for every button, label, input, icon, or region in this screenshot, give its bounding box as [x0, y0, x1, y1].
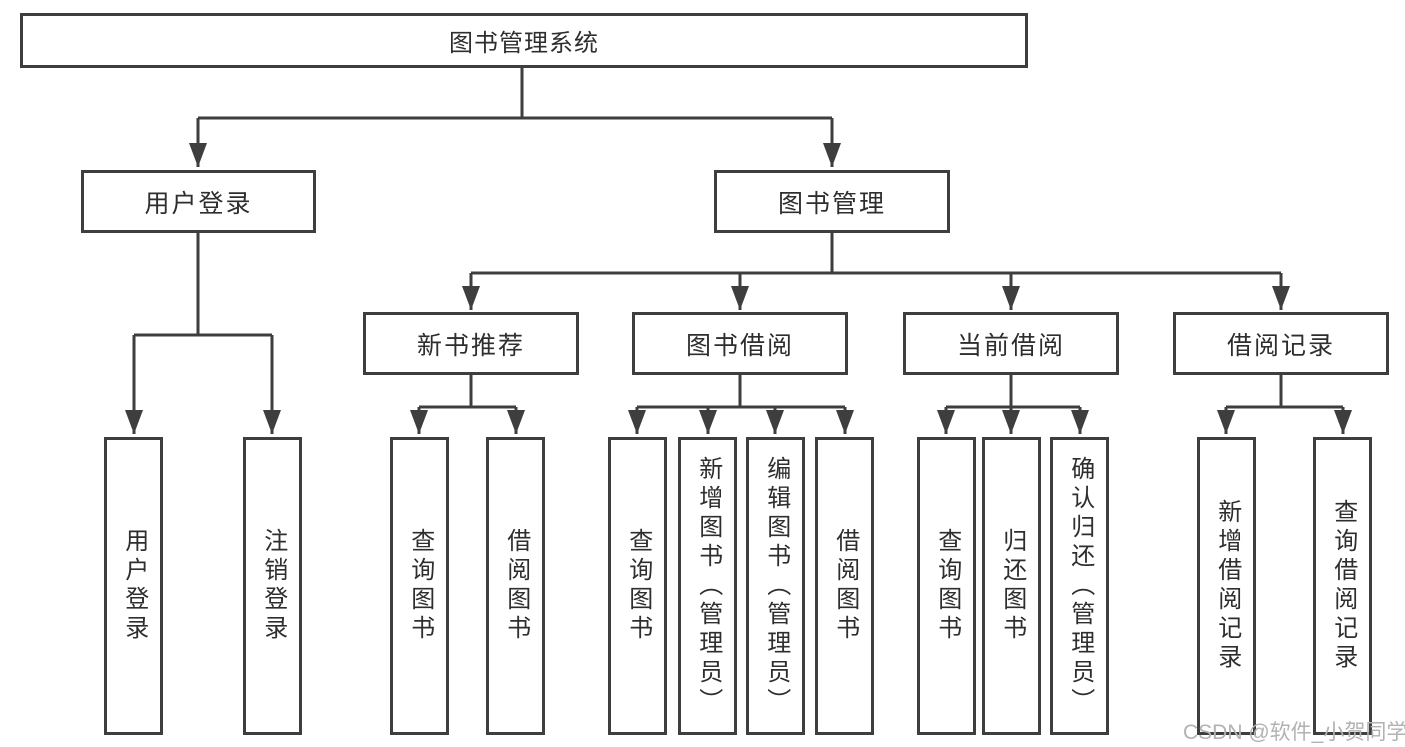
node-book-management-label: 图书管理: [777, 189, 886, 218]
leaf-query-borrow-record: 查询借阅记录: [1313, 437, 1372, 735]
node-current-borrowing-label: 当前借阅: [956, 331, 1065, 360]
leaf-add-borrow-record-label: 新增借阅记录: [1213, 499, 1241, 673]
leaf-user-login: 用户登录: [104, 437, 163, 735]
node-book-borrowing-label: 图书借阅: [685, 331, 794, 360]
leaf-add-borrow-record: 新增借阅记录: [1197, 437, 1256, 735]
leaf-query-books-1: 查询图书: [390, 437, 449, 735]
leaf-add-books-label: 新增图书（管理员）: [694, 455, 722, 717]
leaf-confirm-return-label: 确认归还（管理员）: [1066, 455, 1094, 717]
leaf-return-books: 归还图书: [982, 437, 1041, 735]
leaf-confirm-return: 确认归还（管理员）: [1050, 437, 1109, 735]
node-borrowing-records-label: 借阅记录: [1226, 331, 1335, 360]
leaf-borrow-books-2: 借阅图书: [815, 437, 874, 735]
node-root-label: 图书管理系统: [449, 30, 599, 57]
node-user-login-label: 用户登录: [144, 189, 253, 218]
leaf-logout-label: 注销登录: [259, 528, 287, 644]
leaf-query-books-3: 查询图书: [917, 437, 976, 735]
leaf-query-books-1-label: 查询图书: [406, 528, 434, 644]
leaf-query-borrow-record-label: 查询借阅记录: [1329, 499, 1357, 673]
node-root: 图书管理系统: [20, 13, 1028, 68]
node-book-borrowing: 图书借阅: [632, 312, 848, 375]
leaf-query-books-2-label: 查询图书: [624, 528, 652, 644]
node-current-borrowing: 当前借阅: [903, 312, 1119, 375]
leaf-add-books: 新增图书（管理员）: [678, 437, 737, 735]
csdn-watermark: CSDN @软件_小贺同学: [1183, 721, 1405, 744]
leaf-borrow-books-2-label: 借阅图书: [831, 528, 859, 644]
leaf-borrow-books-1-label: 借阅图书: [502, 528, 530, 644]
leaf-borrow-books-1: 借阅图书: [486, 437, 545, 735]
node-new-book-recommend: 新书推荐: [363, 312, 579, 375]
connector-lines: [134, 68, 1343, 409]
leaf-user-login-label: 用户登录: [120, 528, 148, 644]
node-user-login: 用户登录: [81, 170, 316, 233]
leaf-edit-books-label: 编辑图书（管理员）: [762, 455, 790, 717]
node-borrowing-records: 借阅记录: [1173, 312, 1389, 375]
node-book-management: 图书管理: [714, 170, 950, 233]
connector-arrows: [125, 118, 1352, 434]
leaf-return-books-label: 归还图书: [998, 528, 1026, 644]
leaf-query-books-2: 查询图书: [608, 437, 667, 735]
leaf-query-books-3-label: 查询图书: [933, 528, 961, 644]
leaf-edit-books: 编辑图书（管理员）: [746, 437, 805, 735]
leaf-logout: 注销登录: [243, 437, 302, 735]
node-new-book-recommend-label: 新书推荐: [416, 331, 525, 360]
